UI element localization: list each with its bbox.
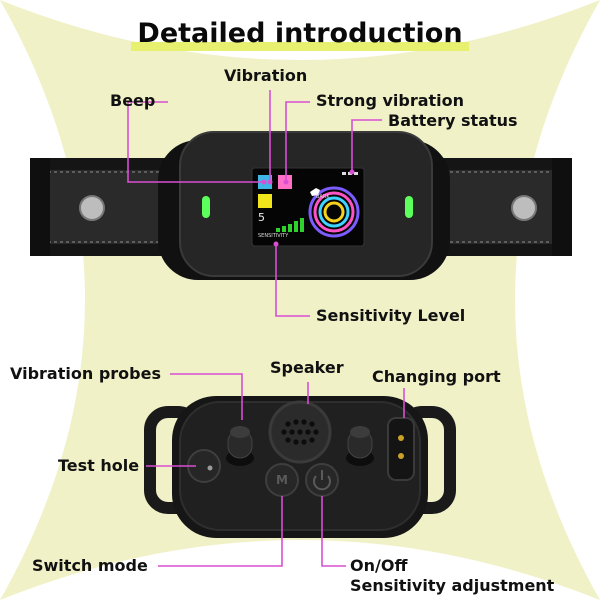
power-button[interactable]	[305, 463, 339, 497]
mode-button-letter: M	[276, 473, 288, 487]
charging-pin-bottom	[398, 453, 404, 459]
title-container: Detailed introduction	[0, 18, 600, 51]
label-strong-vibration: Strong vibration	[316, 91, 465, 110]
bark-ring-graphic	[308, 186, 360, 238]
vibration-probe-right	[346, 426, 374, 466]
label-sensitivity-level: Sensitivity Level	[316, 306, 466, 325]
callout-dot-strong-vibration	[283, 179, 289, 185]
speaker-holes	[281, 419, 319, 445]
label-on-off: On/Off	[350, 556, 408, 575]
screen-level-digit: 5	[258, 211, 265, 224]
charging-port	[387, 417, 415, 481]
label-switch-mode: Switch mode	[32, 556, 148, 575]
callout-dot-sensitivity	[273, 241, 279, 247]
dog-silhouette-icon	[310, 188, 320, 196]
strap-rivet-right	[511, 195, 537, 221]
vibration-probe-left	[226, 426, 254, 466]
label-beep: Beep	[110, 91, 156, 110]
label-speaker: Speaker	[270, 358, 344, 377]
sensitivity-bars	[276, 218, 304, 232]
page-title: Detailed introduction	[131, 18, 469, 51]
label-charging-port: Changing port	[372, 367, 501, 386]
top-callout-lines	[127, 90, 382, 317]
label-sensitivity-adjustment: Sensitivity adjustment	[350, 576, 555, 595]
indicator-light-left	[202, 196, 210, 218]
screen-sensitivity-label: SENSITIVITY	[258, 233, 289, 239]
label-battery-status: Battery status	[388, 111, 518, 130]
beep-icon	[258, 194, 272, 208]
screen-bark-label: BARK	[316, 194, 330, 200]
bottom-callout-lines	[146, 373, 405, 567]
label-vibration-probes: Vibration probes	[10, 364, 161, 383]
charging-pin-top	[398, 435, 404, 441]
callout-dot-beep	[261, 179, 267, 185]
callout-dot-vibration	[267, 179, 273, 185]
callout-dot-battery	[349, 169, 355, 175]
label-vibration: Vibration	[224, 66, 308, 85]
power-icon	[313, 475, 331, 491]
label-test-hole: Test hole	[58, 456, 140, 475]
strap-rivet-left	[79, 195, 105, 221]
test-hole-center	[207, 465, 213, 471]
indicator-light-right	[405, 196, 413, 218]
